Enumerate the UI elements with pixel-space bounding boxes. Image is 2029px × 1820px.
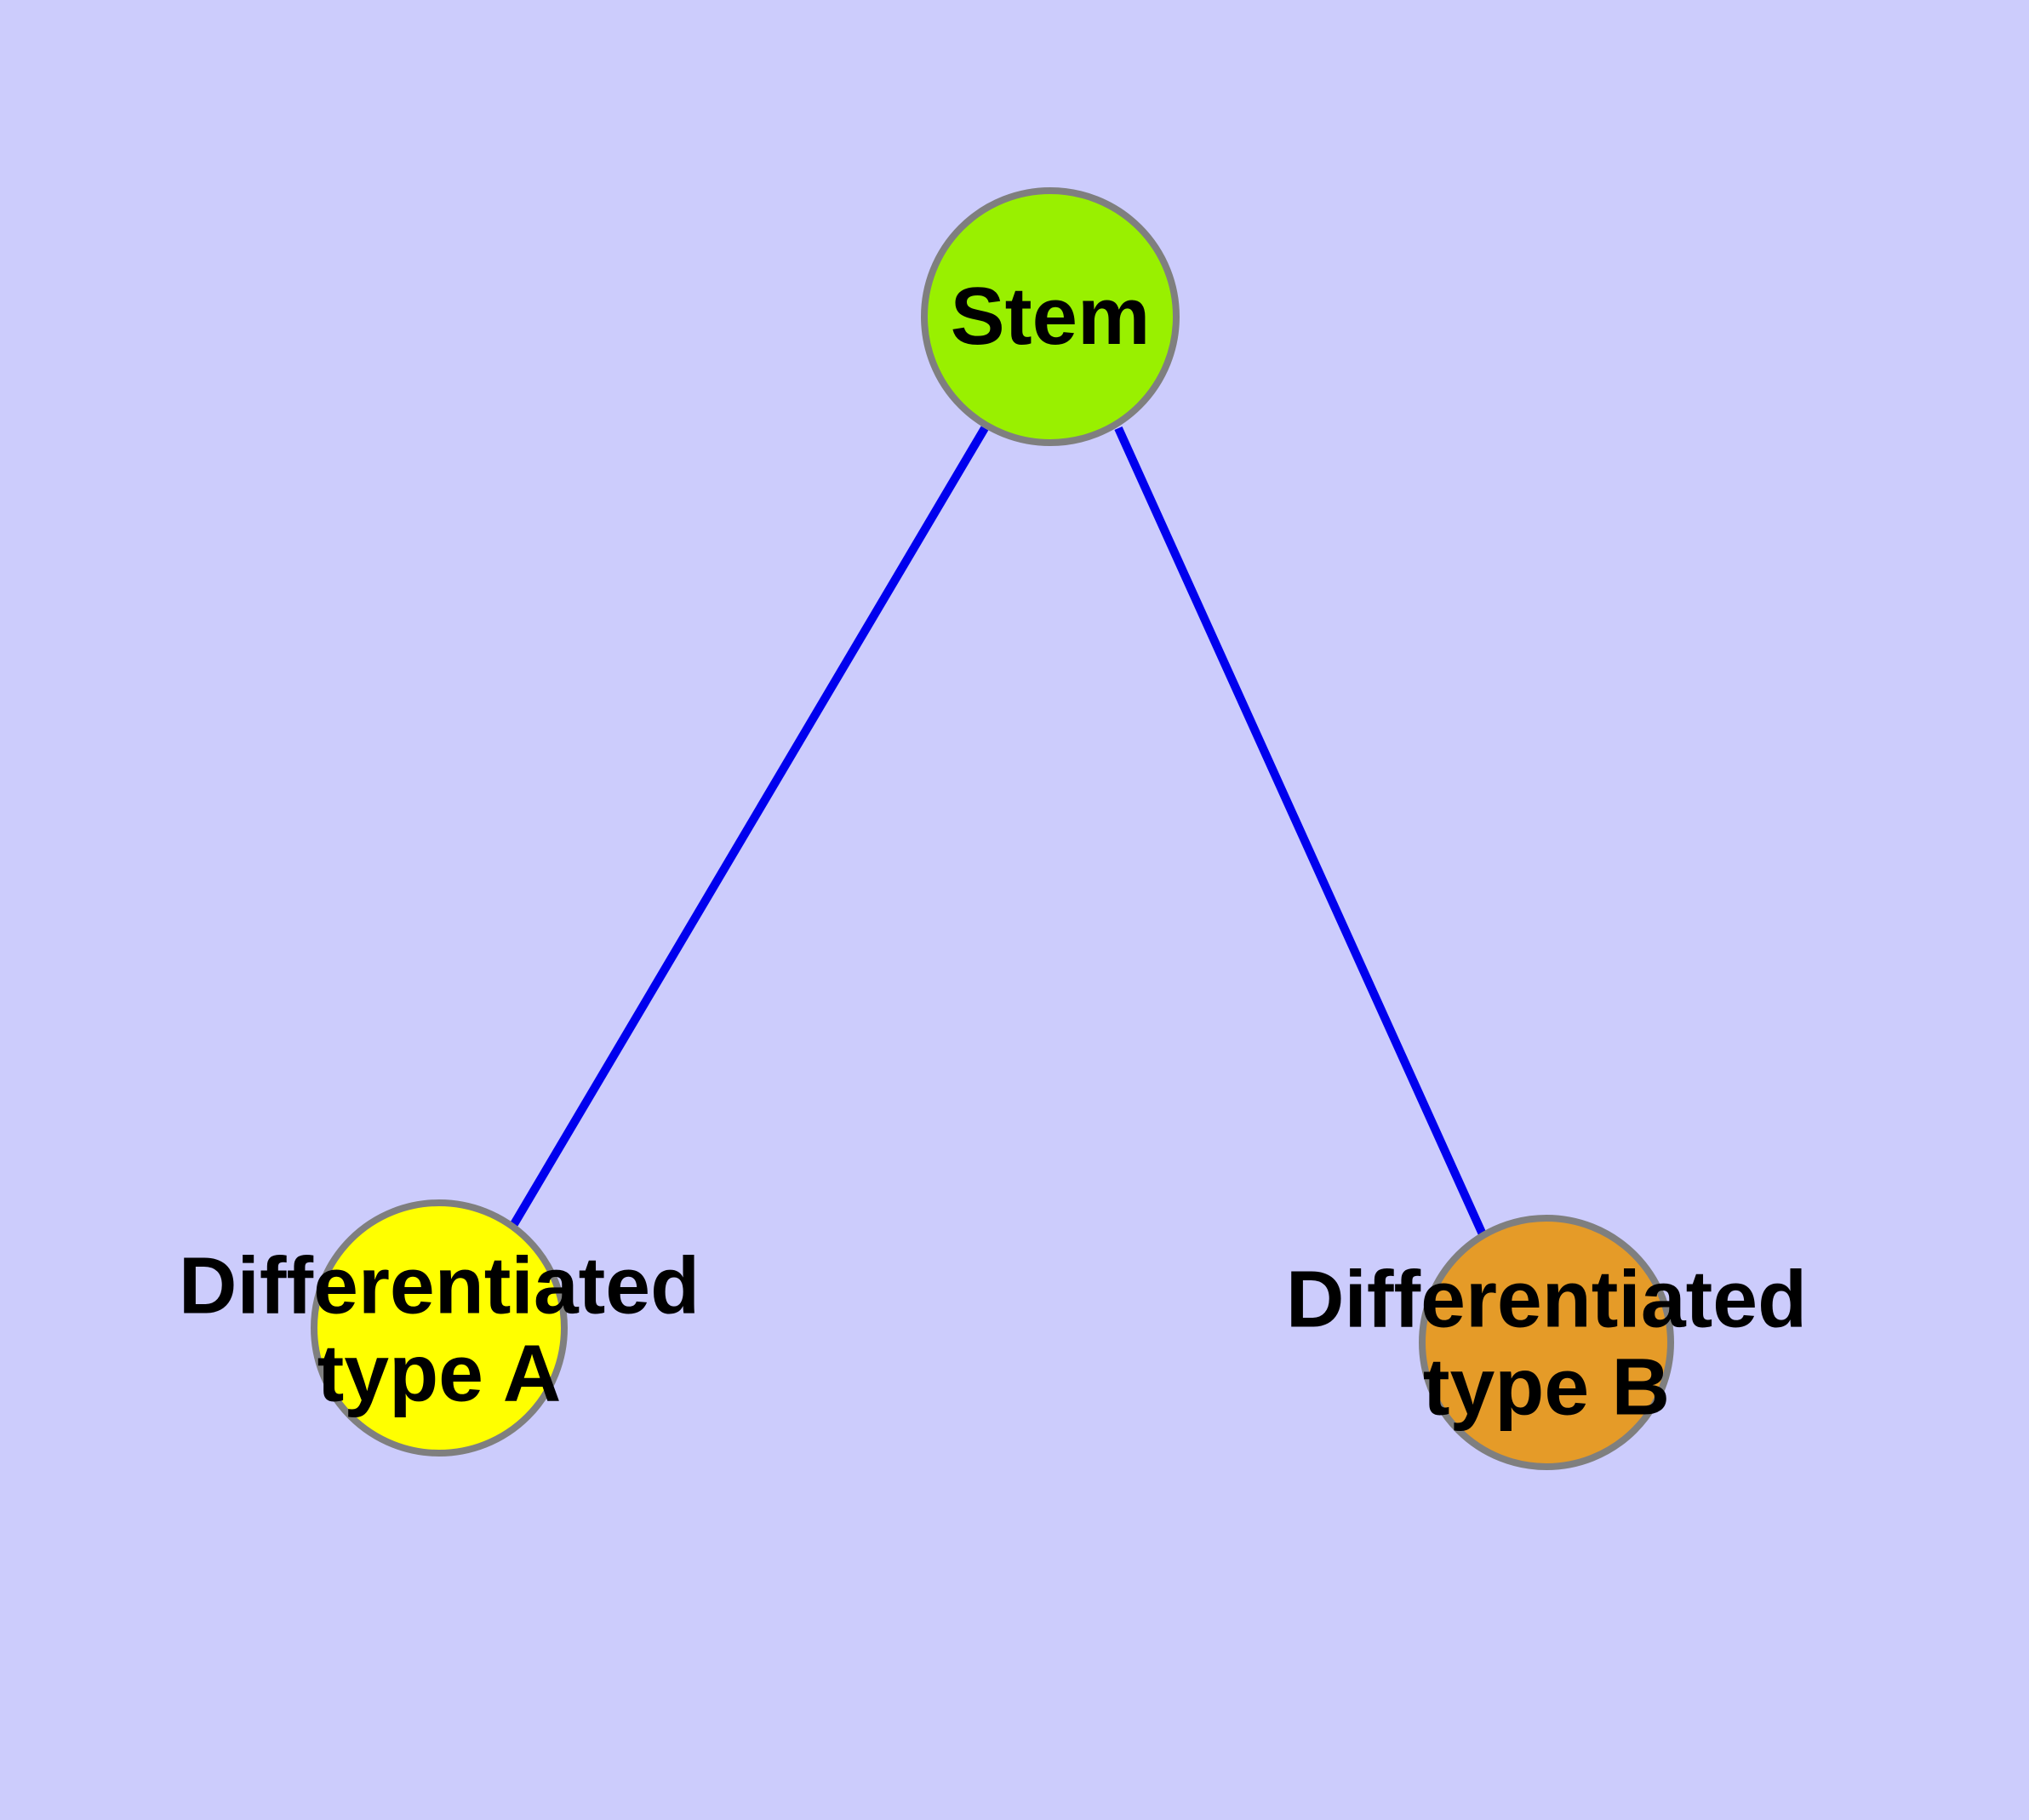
node-circle-differentiated-type-a[interactable]: [311, 1199, 568, 1457]
edge-stem-to-differentiated-type-b[interactable]: [1114, 426, 1487, 1237]
node-circle-stem[interactable]: [921, 187, 1180, 446]
node-circle-differentiated-type-b[interactable]: [1419, 1215, 1674, 1470]
node-layer: [311, 187, 1674, 1470]
edge-stem-to-differentiated-type-a[interactable]: [510, 426, 989, 1227]
edge-layer: [510, 426, 1487, 1237]
